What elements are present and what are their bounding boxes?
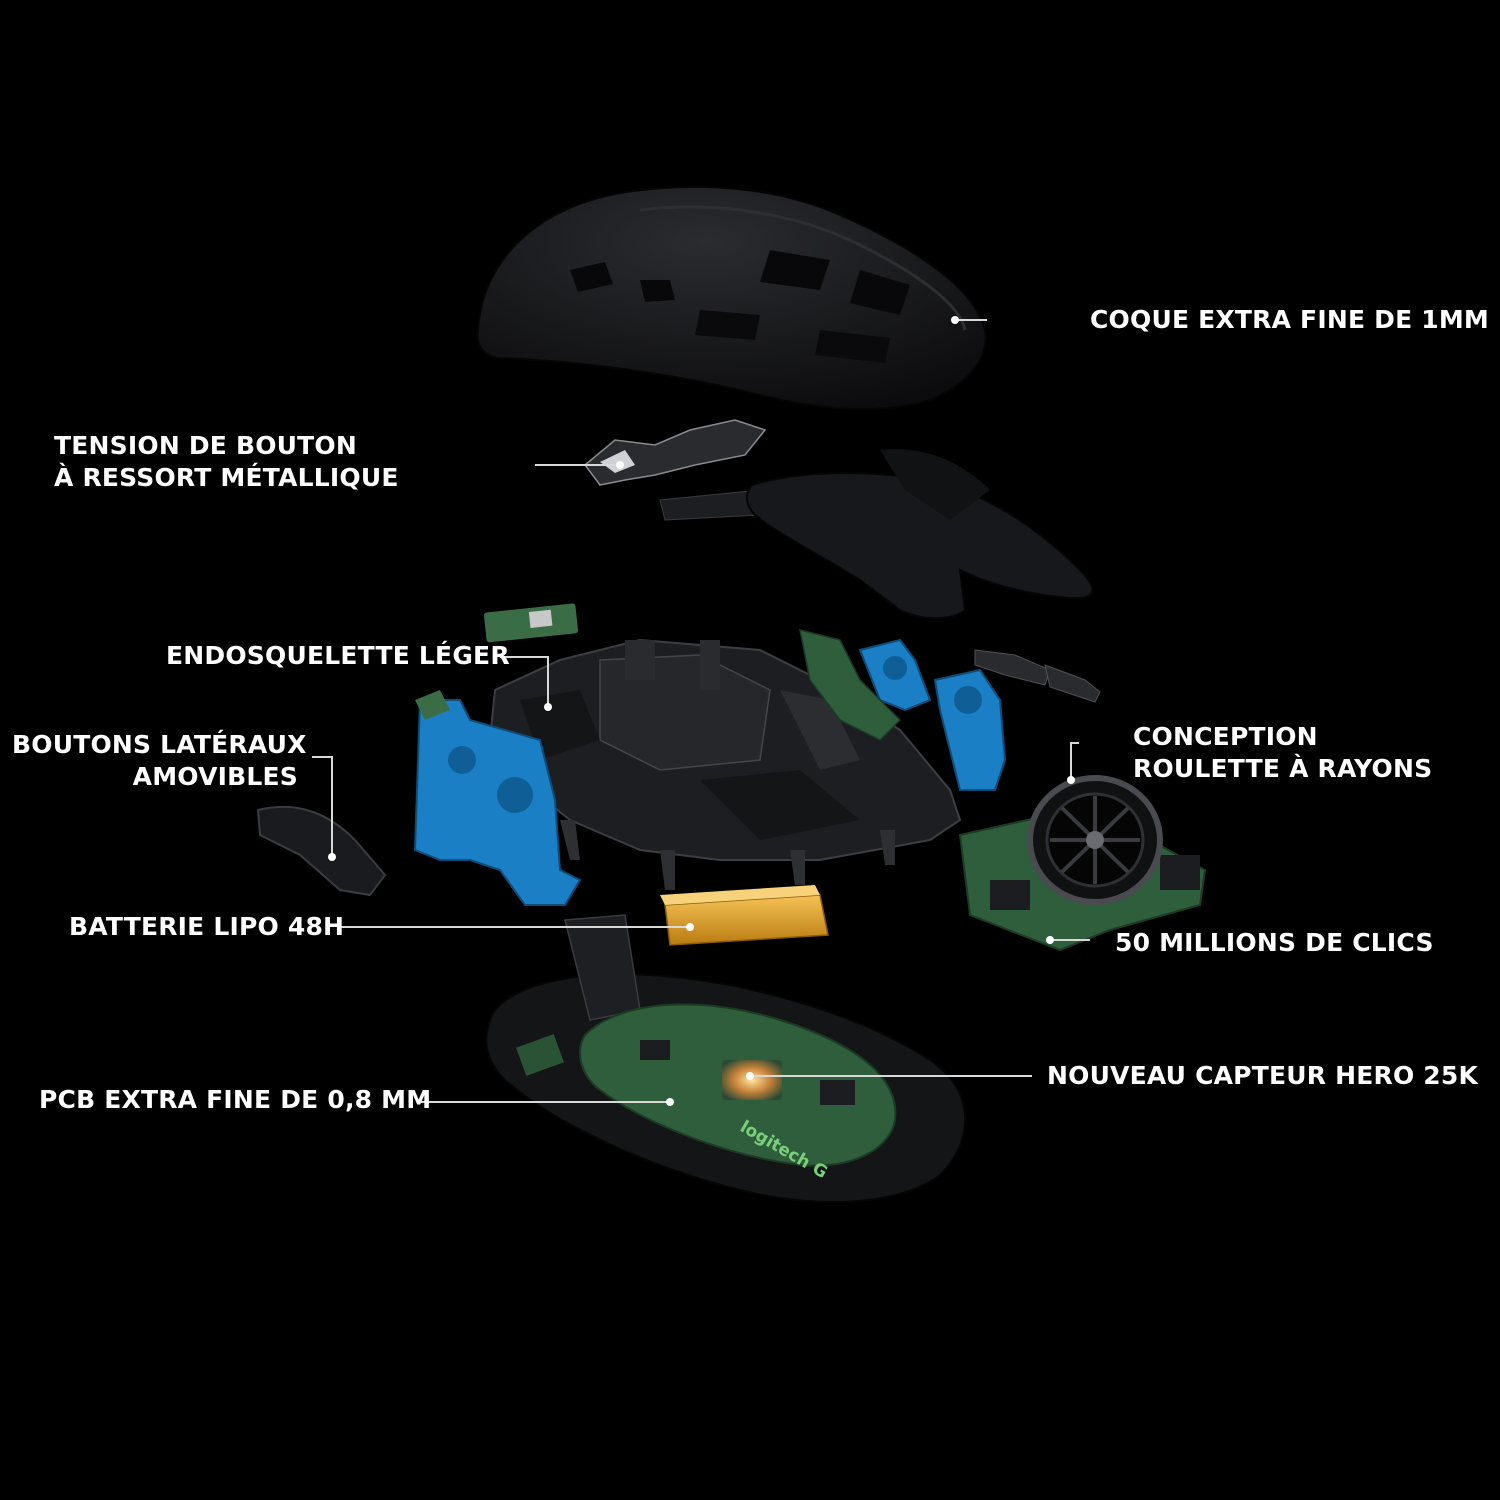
label-side-buttons: BOUTONS LATÉRAUX AMOVIBLES: [12, 730, 307, 791]
label-wheel-design: CONCEPTION ROULETTE À RAYONS: [1133, 722, 1433, 783]
label-clicks: 50 MILLIONS DE CLICS: [1115, 928, 1434, 957]
label-spring-tension: TENSION DE BOUTON À RESSORT MÉTALLIQUE: [54, 431, 399, 492]
main-button: [746, 449, 1094, 620]
small-pcb: [483, 603, 579, 643]
left-blue-mechanism: [413, 690, 582, 906]
small-link-parts: [974, 649, 1101, 703]
removable-side-button: [256, 805, 387, 897]
label-endoskeleton: ENDOSQUELETTE LÉGER: [166, 641, 510, 670]
top-shell: [476, 185, 987, 411]
lipo-battery: [660, 885, 829, 946]
label-battery: BATTERIE LIPO 48H: [69, 912, 345, 941]
label-sensor: NOUVEAU CAPTEUR HERO 25K: [1047, 1061, 1479, 1090]
bottom-shell: [485, 914, 967, 1203]
label-pcb: PCB EXTRA FINE DE 0,8 MM: [39, 1085, 432, 1114]
scroll-wheel-assembly: [958, 775, 1207, 952]
right-blue-mechanism: [799, 628, 1007, 791]
label-shell: COQUE EXTRA FINE DE 1MM: [1090, 305, 1490, 334]
